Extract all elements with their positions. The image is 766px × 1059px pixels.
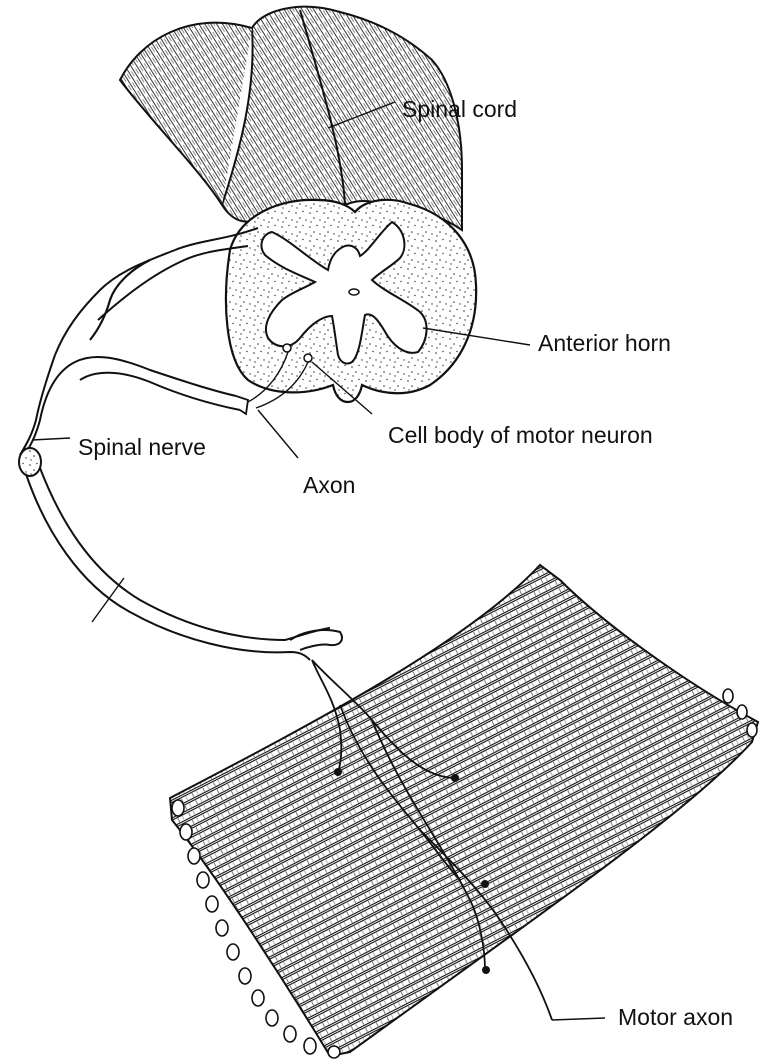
label-spinal-cord: Spinal cord xyxy=(402,98,517,121)
leader-axon xyxy=(258,410,298,458)
central-canal xyxy=(349,289,359,295)
leader-motor-axon xyxy=(552,1018,605,1020)
label-axon: Axon xyxy=(303,474,355,497)
leader-spinal-nerve xyxy=(32,438,70,440)
peripheral-nerve-lower-edge xyxy=(26,474,310,660)
label-spinal-nerve: Spinal nerve xyxy=(78,436,206,459)
peripheral-nerve xyxy=(26,468,342,660)
leader-unlabeled-nerve xyxy=(92,578,124,622)
motor-neuron-cell-body-2 xyxy=(304,354,312,362)
label-cell-body: Cell body of motor neuron xyxy=(388,424,653,447)
nerve-branch-stub xyxy=(290,630,342,650)
motor-neuron-cell-body-1 xyxy=(283,344,291,352)
peripheral-nerve-upper-edge xyxy=(40,468,330,640)
spinal-nerve-cut-end xyxy=(19,448,41,476)
label-anterior-horn: Anterior horn xyxy=(538,332,671,355)
spinal-cord xyxy=(120,7,476,402)
ventral-root-stump xyxy=(236,396,248,414)
label-motor-axon: Motor axon xyxy=(618,1006,733,1029)
